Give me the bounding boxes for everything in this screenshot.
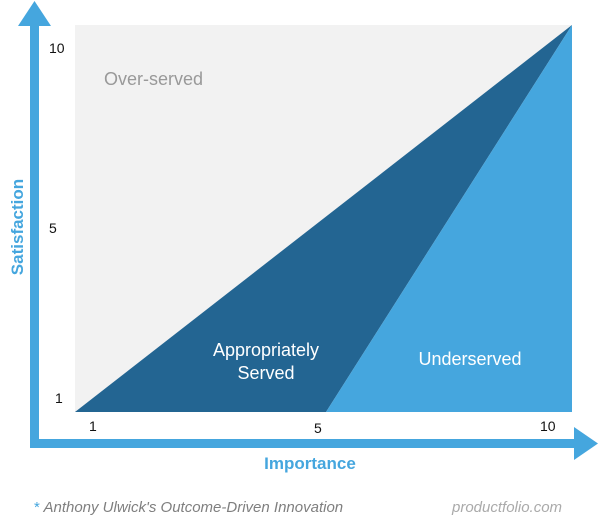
brand-link[interactable]: productfolio.com [452, 499, 563, 516]
footnote-star: * [34, 499, 40, 516]
appropriately-served-label-line1: Appropriately [212, 340, 320, 360]
appropriately-served-label-line2: Served [237, 363, 295, 383]
x-axis-arrowhead [574, 427, 598, 460]
x-axis-line [30, 439, 582, 448]
appropriately-served-region [75, 25, 572, 412]
x-tick-1: 1 [89, 418, 97, 434]
y-axis-arrowhead [18, 1, 51, 26]
x-tick-10: 10 [540, 418, 556, 434]
appropriately-served-label: Appropriately Served [196, 339, 336, 385]
y-tick-5: 5 [49, 220, 57, 236]
x-tick-5: 5 [314, 420, 322, 436]
underserved-region [326, 25, 572, 412]
y-axis-line [30, 22, 39, 448]
y-tick-10: 10 [49, 40, 65, 56]
attribution-footnote: * Anthony Ulwick's Outcome-Driven Innova… [34, 499, 343, 516]
underserved-label: Underserved [418, 349, 522, 369]
y-tick-1: 1 [55, 390, 63, 406]
x-axis-title: Importance [264, 454, 356, 473]
over-served-label: Over-served [104, 69, 204, 89]
footnote-text: Anthony Ulwick's Outcome-Driven Innovati… [43, 499, 344, 516]
y-axis-title: Satisfaction [8, 178, 27, 276]
